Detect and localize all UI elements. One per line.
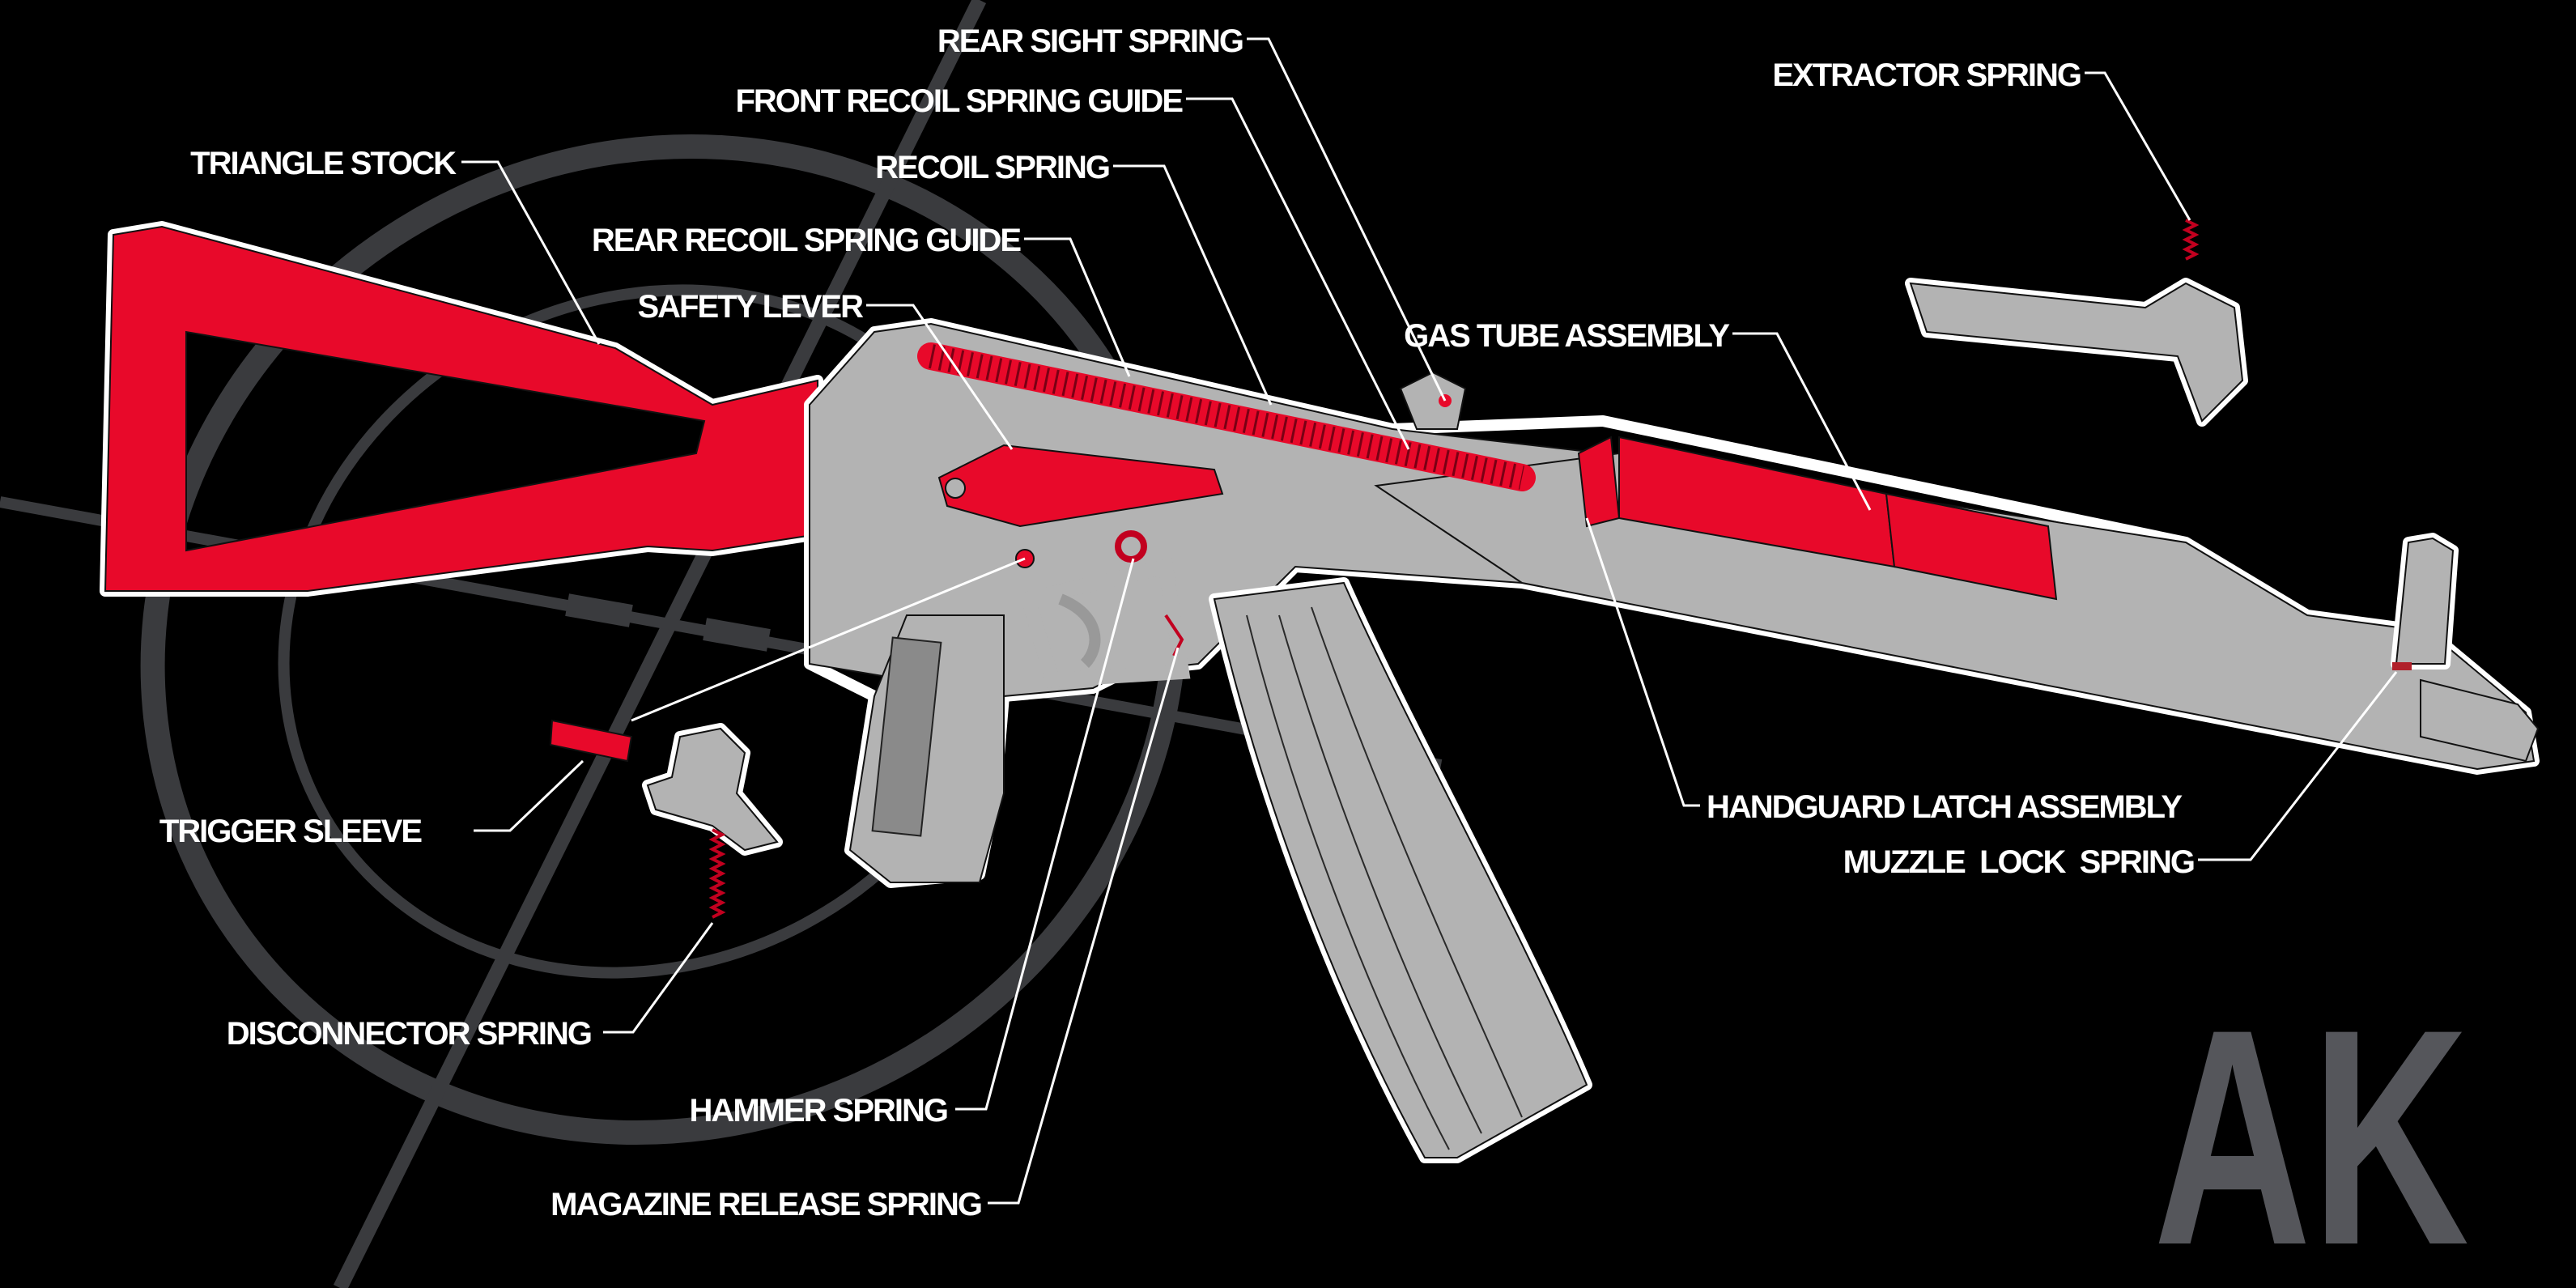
leader-front-recoil-spring-guide	[1186, 97, 1410, 450]
label-front-recoil-spring-guide: FRONT RECOIL SPRING GUIDE	[735, 83, 1183, 119]
barrel-handguard	[1374, 452, 2536, 771]
label-handguard-latch-assembly: HANDGUARD LATCH ASSEMBLY	[1707, 789, 2183, 825]
leader-magazine-release-spring	[988, 647, 1180, 1205]
leader-triangle-stock	[461, 160, 601, 345]
exploded-parts	[549, 219, 2248, 919]
trigger	[1058, 593, 1101, 668]
leader-safety-lever	[866, 304, 1014, 450]
recoil-spring	[917, 342, 1536, 491]
title-ak: AK	[2153, 965, 2469, 1288]
label-hammer-spring: HAMMER SPRING	[690, 1093, 947, 1129]
leader-lines	[461, 37, 2398, 1205]
label-muzzle-lock-spring: MUZZLE LOCK SPRING	[1843, 844, 2194, 880]
safety-lever	[937, 444, 1224, 528]
label-extractor-spring: EXTRACTOR SPRING	[1772, 57, 2081, 93]
leader-hammer-spring	[955, 558, 1135, 1111]
grip-texture	[871, 636, 942, 837]
label-gas-tube-assembly: GAS TUBE ASSEMBLY	[1404, 318, 1730, 354]
handguard-latch	[1577, 436, 1621, 528]
label-triangle-stock: TRIANGLE STOCK	[190, 146, 457, 181]
leader-rear-sight-spring	[1247, 37, 1447, 402]
label-disconnector-spring: DISCONNECTOR SPRING	[227, 1016, 591, 1052]
leader-rear-recoil-spring-guide	[1024, 237, 1131, 377]
trigger-guard	[1018, 558, 1191, 688]
leader-gas-tube-assembly	[1732, 332, 1872, 511]
hammer-spring	[1115, 530, 1147, 563]
label-safety-lever: SAFETY LEVER	[637, 289, 864, 325]
extractor-spring	[2182, 219, 2200, 261]
leader-handguard-latch-assembly	[1585, 517, 1700, 807]
leader-trigger-sleeve	[474, 759, 584, 832]
disconnector-spring	[708, 828, 726, 919]
muzzle-device	[2420, 678, 2540, 763]
crosshair-vertical-line	[333, 0, 987, 1288]
label-recoil-spring: RECOIL SPRING	[875, 150, 1109, 185]
labels: TRIANGLE STOCK REAR SIGHT SPRING FRONT R…	[159, 23, 2196, 1222]
disconnector	[646, 727, 779, 852]
leader-disconnector-spring	[603, 922, 714, 1034]
bolt	[1909, 282, 2244, 423]
label-trigger-sleeve: TRIGGER SLEEVE	[159, 814, 422, 849]
label-magazine-release-spring: MAGAZINE RELEASE SPRING	[550, 1187, 981, 1222]
leader-extractor-spring	[2085, 71, 2191, 221]
rifle	[100, 221, 2540, 1163]
trigger-sleeve	[549, 719, 633, 763]
crosshair-tick	[703, 618, 771, 652]
muzzle-lock-spring	[2392, 662, 2412, 670]
label-rear-sight-spring: REAR SIGHT SPRING	[937, 23, 1243, 59]
receiver	[809, 322, 1605, 698]
leader-muzzle-lock-spring	[2198, 671, 2398, 861]
magazine	[1213, 581, 1588, 1158]
label-rear-recoil-spring-guide: REAR RECOIL SPRING GUIDE	[592, 223, 1021, 258]
rear-sight	[1399, 371, 1467, 430]
front-sight	[2395, 537, 2455, 665]
crosshair-tick	[565, 593, 633, 627]
leader-recoil-spring	[1113, 164, 1273, 406]
